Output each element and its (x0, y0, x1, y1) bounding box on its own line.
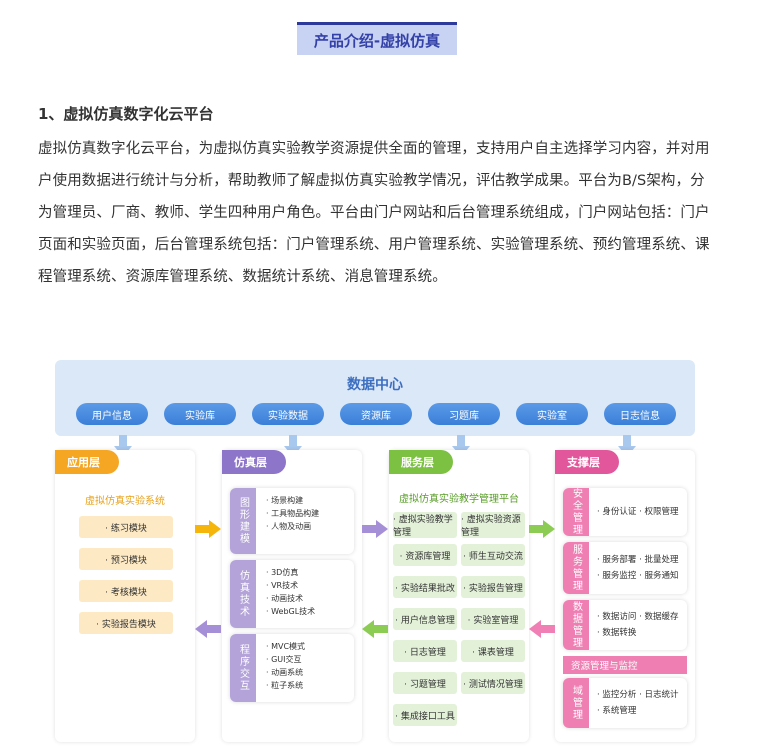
data-center-title: 数据中心 (347, 377, 403, 393)
svc-item: · 资源库管理 (393, 544, 457, 566)
app-module: · 预习模块 (79, 548, 173, 570)
left-arrow-icon (195, 620, 221, 638)
data-center-panel: 数据中心 用户信息 实验库 实验数据 资源库 习题库 实验室 日志信息 (55, 360, 695, 436)
data-center-item: 实验室 (516, 403, 588, 425)
sim-item: · 工具物品构建 (266, 509, 320, 518)
svc-item: · 虚拟实验资源管理 (461, 512, 525, 538)
app-module: · 实验报告模块 (79, 612, 173, 634)
svc-layer-subtitle: 虚拟仿真实验教学管理平台 (399, 494, 519, 505)
sup-group-security: 安全管理 · 身份认证 · 权限管理 (563, 488, 687, 536)
sim-group-label: 仿真技术 (230, 560, 256, 628)
page-title-box: 产品介绍-虚拟仿真 (297, 22, 457, 55)
sup-group-label: 安全管理 (563, 488, 589, 536)
left-arrow-icon (529, 620, 555, 638)
data-center-item: 日志信息 (604, 403, 676, 425)
section-paragraph: 虚拟仿真数字化云平台，为虚拟仿真实验教学资源提供全面的管理，支持用户自主选择学习… (38, 141, 710, 285)
data-center-item: 实验数据 (252, 403, 324, 425)
sim-group-modeling: 图形建模 · 场景构建 · 工具物品构建 · 人物及动画 (230, 488, 354, 554)
app-module: · 练习模块 (79, 516, 173, 538)
right-arrow-icon (362, 520, 388, 538)
sup-resource-bar: 资源管理与监控 (563, 656, 687, 674)
sup-group-data: 数据管理 · 数据访问 · 数据缓存 · 数据转换 (563, 600, 687, 650)
svc-item: · 习题管理 (393, 672, 457, 694)
svc-item: · 实验结果批改 (393, 576, 457, 598)
sim-item: · 动画系统 (266, 668, 304, 677)
sup-group-service: 服务管理 · 服务部署 · 批量处理 · 服务监控 · 服务通知 (563, 542, 687, 594)
sim-layer-panel: 仿真层 图形建模 · 场景构建 · 工具物品构建 · 人物及动画 仿真技术 · … (222, 450, 362, 742)
sup-item: · 系统管理 (597, 706, 637, 716)
app-module: · 考核模块 (79, 580, 173, 602)
sim-group-label: 图形建模 (230, 488, 256, 554)
right-arrow-icon (195, 520, 221, 538)
sim-group-interaction: 程序交互 · MVC模式 · GUI交互 · 动画系统 · 粒子系统 (230, 634, 354, 702)
app-layer-subtitle: 虚拟仿真实验系统 (85, 496, 165, 507)
sup-group-label: 服务管理 (563, 542, 589, 594)
sup-group-domain: 域管理 · 监控分析 · 日志统计 · 系统管理 (563, 678, 687, 728)
sup-item: · 服务部署 · 批量处理 (597, 555, 679, 565)
sim-item: · GUI交互 (266, 655, 302, 664)
svc-item: · 测试情况管理 (461, 672, 525, 694)
architecture-diagram: 数据中心 用户信息 实验库 实验数据 资源库 习题库 实验室 日志信息 应用层 … (52, 358, 700, 748)
sup-layer-panel: 支撑层 安全管理 · 身份认证 · 权限管理 服务管理 · 服务部署 · 批量处… (555, 450, 695, 742)
sim-group-label: 程序交互 (230, 634, 256, 702)
svc-item: · 实验报告管理 (461, 576, 525, 598)
sup-item: · 监控分析 · 日志统计 (597, 690, 679, 700)
page-title: 产品介绍-虚拟仿真 (313, 31, 441, 50)
sim-group-tech: 仿真技术 · 3D仿真 · VR技术 · 动画技术 · WebGL技术 (230, 560, 354, 628)
right-arrow-icon (529, 520, 555, 538)
sup-item: · 数据转换 (597, 628, 637, 638)
sup-group-label: 域管理 (563, 678, 589, 728)
data-center-item: 实验库 (164, 403, 236, 425)
svc-layer-panel: 服务层 虚拟仿真实验教学管理平台 · 虚拟实验教学管理 · 虚拟实验资源管理 ·… (389, 450, 529, 742)
section-heading: 1、虚拟仿真数字化云平台 (38, 105, 214, 123)
data-center-item: 资源库 (340, 403, 412, 425)
svc-layer-tag: 服务层 (389, 450, 453, 474)
svc-item: · 用户信息管理 (393, 608, 457, 630)
svc-item: · 实验室管理 (461, 608, 525, 630)
sup-group-label: 数据管理 (563, 600, 589, 650)
sim-item: · 场景构建 (266, 496, 304, 505)
svc-item: · 日志管理 (393, 640, 457, 662)
sim-layer-tag: 仿真层 (222, 450, 286, 474)
sup-layer-tag: 支撑层 (555, 450, 619, 474)
sim-item: · 人物及动画 (266, 522, 312, 531)
app-layer-tag: 应用层 (55, 450, 119, 474)
sim-item: · 粒子系统 (266, 681, 304, 690)
sim-item: · 动画技术 (266, 594, 304, 603)
sup-item: · 服务监控 · 服务通知 (597, 571, 679, 581)
app-layer-panel: 应用层 虚拟仿真实验系统 · 练习模块 · 预习模块 · 考核模块 · 实验报告… (55, 450, 195, 742)
sim-item: · MVC模式 (266, 642, 306, 651)
sim-item: · VR技术 (266, 581, 299, 590)
svc-item: · 师生互动交流 (461, 544, 525, 566)
svc-item: · 虚拟实验教学管理 (393, 512, 457, 538)
sim-item: · WebGL技术 (266, 607, 316, 616)
data-center-item: 习题库 (428, 403, 500, 425)
svc-item: · 课表管理 (461, 640, 525, 662)
left-arrow-icon (362, 620, 388, 638)
sup-item: · 数据访问 · 数据缓存 (597, 612, 679, 622)
sim-item: · 3D仿真 (266, 568, 299, 577)
data-center-item: 用户信息 (76, 403, 148, 425)
svc-item: · 集成接口工具 (393, 704, 457, 726)
sup-item: · 身份认证 · 权限管理 (597, 507, 679, 517)
